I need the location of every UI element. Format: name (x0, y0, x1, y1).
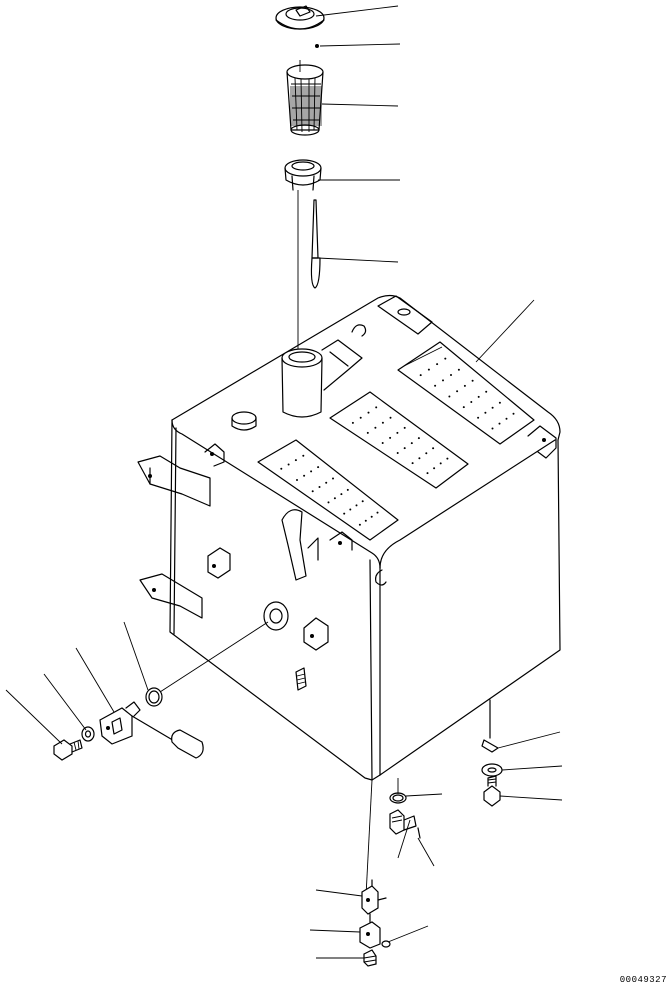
level-gauge-rod (310, 199, 321, 289)
plate-perforation-dot (512, 412, 515, 415)
fuel-tank (137, 294, 561, 781)
plate-perforation-dot (417, 437, 420, 440)
plate-perforation-dot (425, 452, 428, 455)
fuel-cap (275, 5, 325, 30)
plate-perforation-dot (477, 395, 480, 398)
plate-perforation-dot (457, 368, 460, 371)
plate-perforation-dot (410, 442, 413, 445)
plate-perforation-dot (403, 426, 406, 429)
washer-left (81, 726, 95, 742)
plate-perforation-dot (427, 368, 430, 371)
plate-perforation-dot (351, 421, 354, 424)
plate-perforation-dot (485, 390, 488, 393)
plate-perforation-dot (491, 427, 494, 430)
filler-neck-ring (284, 159, 322, 191)
plate-perforation-dot (442, 379, 444, 382)
bolt-left (53, 739, 83, 761)
plate-perforation-dot (498, 401, 501, 404)
plate-perforation-dot (381, 421, 384, 424)
plate-perforation-dot (446, 457, 449, 460)
plate-perforation-dot (355, 504, 358, 507)
plate-perforation-dot (436, 363, 439, 366)
plate-perforation-dot (418, 457, 421, 460)
plate-perforation-dot (432, 447, 435, 450)
plate-perforation-dot (367, 411, 370, 414)
plate-perforation-dot (340, 493, 343, 496)
plate-perforation-dot (303, 474, 306, 477)
plate-perforation-dot (318, 486, 321, 488)
level-sensor (99, 701, 204, 759)
plate-perforation-dot (364, 519, 367, 522)
plate-perforation-dot (333, 497, 336, 500)
leader-lines (5, 5, 563, 959)
plate-perforation-dot (317, 466, 320, 469)
drain-seal (381, 940, 391, 948)
cap-pin (315, 44, 319, 48)
drawing-number: 00049327 (619, 975, 667, 985)
plate-perforation-dot (346, 488, 349, 491)
plate-perforation-dot (484, 411, 487, 414)
plate-perforation-dot (294, 459, 297, 462)
plate-perforation-dot (325, 481, 328, 484)
plate-perforation-dot (491, 406, 494, 409)
plate-perforation-dot (343, 512, 346, 515)
plate-perforation-dot (433, 467, 436, 470)
drain-tee (359, 913, 381, 949)
plate-perforation-dot (411, 462, 414, 465)
plate-perforation-dot (396, 452, 399, 454)
plate-perforation-dot (332, 477, 334, 480)
plate-perforation-dot (419, 374, 422, 377)
plate-perforation-dot (311, 490, 314, 493)
plate-perforation-dot (327, 501, 330, 504)
drain-oring (389, 792, 407, 804)
plate-perforation-dot (498, 422, 501, 425)
plate-perforation-dot (462, 406, 465, 409)
level-sensor-oring (145, 687, 163, 707)
top-plate-right (397, 341, 535, 445)
plate-perforation-dot (376, 511, 379, 514)
plate-perforation-dot (434, 384, 437, 387)
plate-perforation-dot (426, 472, 429, 475)
drain-elbow (389, 809, 417, 835)
plate-perforation-dot (477, 416, 480, 419)
plate-perforation-dot (403, 447, 406, 450)
drain-valve (361, 879, 387, 915)
plate-perforation-dot (463, 384, 466, 387)
plate-perforation-dot (302, 454, 305, 457)
plate-perforation-dot (358, 523, 361, 526)
plate-perforation-dot (505, 417, 508, 420)
plate-perforation-dot (361, 500, 364, 503)
plate-perforation-dot (439, 462, 442, 465)
plate-perforation-dot (370, 515, 373, 518)
plate-perforation-dot (396, 431, 399, 434)
plate-perforation-dot (389, 436, 392, 439)
plate-perforation-dot (456, 390, 459, 393)
plate-perforation-dot (374, 426, 377, 429)
plate-perforation-dot (287, 463, 290, 466)
plate-perforation-dot (310, 470, 313, 473)
strainer (286, 64, 324, 136)
drain-plug (363, 949, 377, 967)
plate-perforation-dot (450, 374, 452, 376)
plate-perforation-dot (280, 467, 283, 470)
plate-perforation-dot (448, 395, 451, 398)
top-plate-middle (329, 391, 469, 489)
bolt-right (483, 775, 501, 807)
plate-perforation-dot (470, 401, 473, 403)
washer-right (481, 763, 503, 777)
plate-perforation-dot (375, 406, 378, 409)
plate-perforation-dot (444, 357, 447, 360)
plate-perforation-dot (359, 416, 362, 419)
plate-perforation-dot (366, 431, 369, 434)
plate-perforation-dot (349, 508, 352, 511)
plate-perforation-dot (296, 479, 298, 481)
plate-perforation-dot (471, 379, 474, 382)
top-plate-left (257, 439, 399, 541)
plate-perforation-dot (381, 442, 384, 444)
plate-perforation-dot (389, 416, 392, 419)
